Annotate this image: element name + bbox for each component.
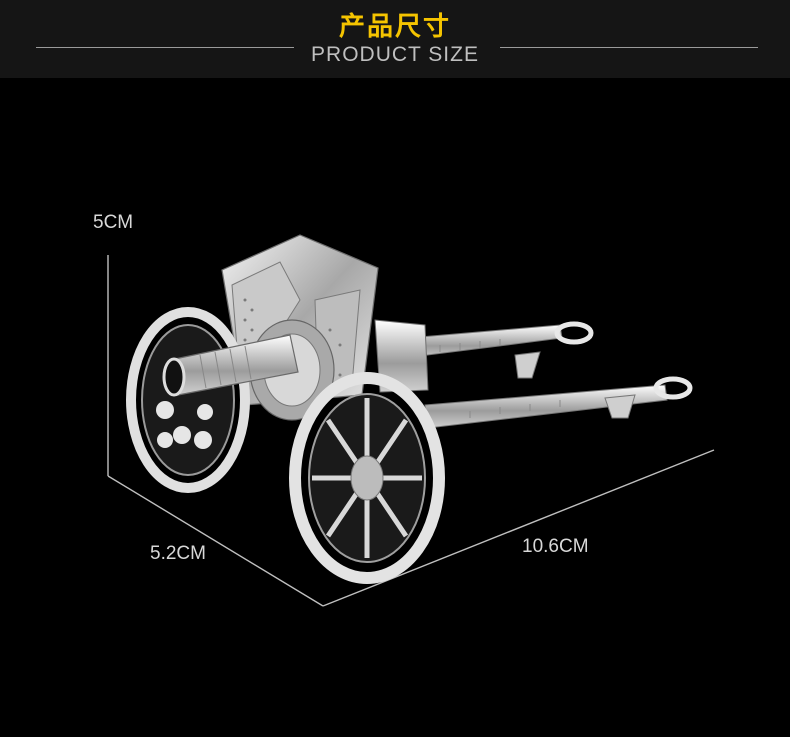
header-rule-left — [36, 47, 294, 48]
right-wheel — [289, 372, 445, 584]
trail-arms — [384, 321, 693, 429]
width-line — [107, 475, 324, 607]
length-label: 10.6CM — [522, 536, 589, 557]
title-english: PRODUCT SIZE — [311, 43, 479, 66]
header-bar: 产品尺寸 PRODUCT SIZE — [0, 0, 790, 78]
gun-barrel — [162, 334, 299, 397]
title-chinese: 产品尺寸 — [338, 12, 451, 42]
height-label: 5CM — [93, 212, 134, 233]
width-label: 5.2CM — [150, 543, 206, 564]
header-rule-right — [500, 47, 758, 48]
left-wheel — [126, 307, 250, 493]
